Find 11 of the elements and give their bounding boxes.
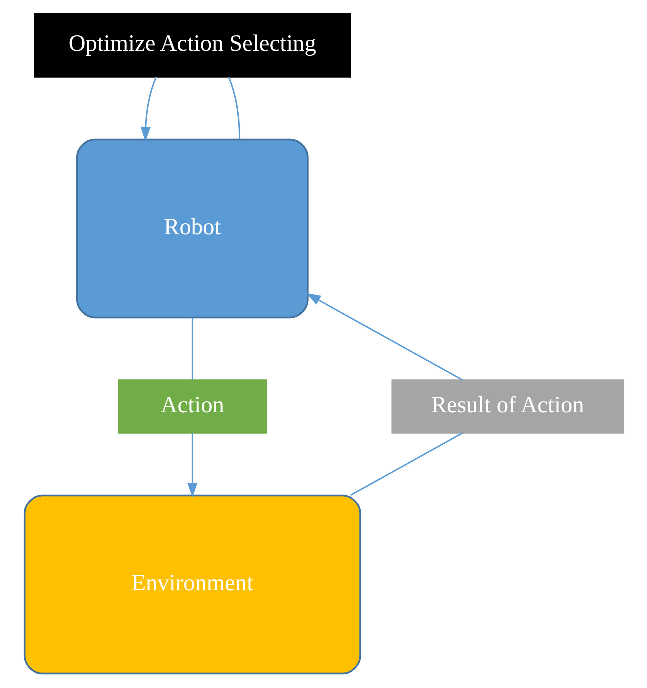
connector xyxy=(191,318,193,380)
arrow xyxy=(306,293,463,382)
arrow xyxy=(187,433,198,498)
node-box: Result of Action xyxy=(391,380,624,434)
node-box: Robot xyxy=(76,138,308,319)
connector xyxy=(350,432,463,496)
node-box: Environment xyxy=(23,494,361,675)
connector xyxy=(228,76,240,140)
node-box: Action xyxy=(118,380,267,434)
node-box: Optimize Action Selecting xyxy=(34,13,351,78)
arrow xyxy=(140,76,157,142)
